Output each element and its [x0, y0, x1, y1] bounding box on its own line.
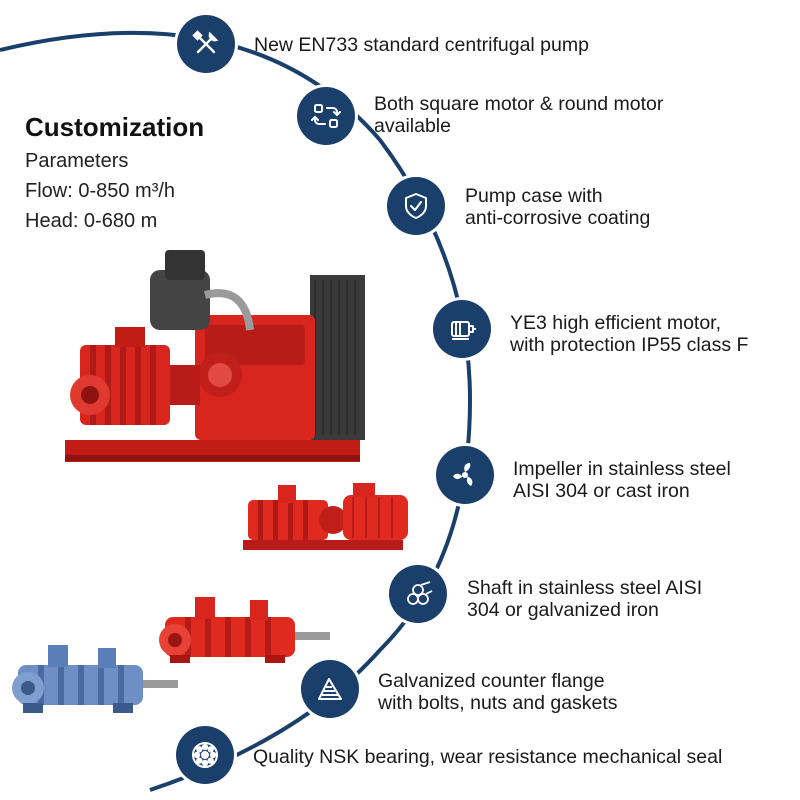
- feature-7-text: Galvanized counter flange with bolts, nu…: [378, 670, 618, 714]
- feature-2-line1: Both square motor & round motor: [374, 93, 664, 115]
- feature-5-line1: Impeller in stainless steel: [513, 458, 731, 480]
- blue-multistage-pump-image: [12, 645, 178, 713]
- feature-2-text: Both square motor & round motor availabl…: [374, 93, 663, 137]
- impeller-fan-icon: [436, 446, 494, 504]
- tools-icon: [177, 15, 235, 73]
- red-pump-with-motor-image: [243, 483, 408, 550]
- feature-7-line2: with bolts, nuts and gaskets: [378, 692, 618, 714]
- feature-7-line1: Galvanized counter flange: [378, 670, 605, 692]
- feature-4-line2: with protection IP55 class F: [510, 334, 749, 356]
- flange-icon: [301, 660, 359, 718]
- feature-8-line1: Quality NSK bearing, wear resistance mec…: [253, 746, 723, 768]
- diesel-engine-pump-set-image: [65, 250, 365, 462]
- feature-6-line1: Shaft in stainless steel AISI: [467, 577, 703, 599]
- feature-4-line1: YE3 high efficient motor,: [510, 312, 722, 334]
- feature-6-line2: 304 or galvanized iron: [467, 599, 659, 621]
- parameters-label: Parameters: [25, 150, 129, 172]
- feature-3-text: Pump case with anti-corrosive coating: [465, 185, 650, 229]
- swap-arrows-icon: [297, 87, 355, 145]
- feature-4-text: YE3 high efficient motor, with protectio…: [510, 312, 748, 356]
- shield-check-icon: [387, 177, 445, 235]
- head-spec: Head: 0-680 m: [25, 210, 158, 232]
- page-title: Customization: [25, 112, 205, 142]
- feature-1-line1: New EN733 standard centrifugal pump: [254, 34, 589, 56]
- feature-3-line1: Pump case with: [465, 185, 603, 207]
- red-multistage-pump-image: [159, 597, 330, 663]
- feature-5-text: Impeller in stainless steel AISI 304 or …: [513, 458, 731, 502]
- bearing-icon: [176, 726, 234, 784]
- feature-6-text: Shaft in stainless steel AISI 304 or gal…: [467, 577, 702, 621]
- feature-8-text: Quality NSK bearing, wear resistance mec…: [253, 746, 722, 768]
- motor-icon: [433, 300, 491, 358]
- flow-spec: Flow: 0-850 m³/h: [25, 180, 176, 202]
- feature-5-line2: AISI 304 or cast iron: [513, 480, 690, 502]
- feature-3-line2: anti-corrosive coating: [465, 207, 651, 229]
- shafts-icon: [389, 565, 447, 623]
- feature-1-text: New EN733 standard centrifugal pump: [254, 34, 589, 56]
- feature-2-line2: available: [374, 115, 451, 137]
